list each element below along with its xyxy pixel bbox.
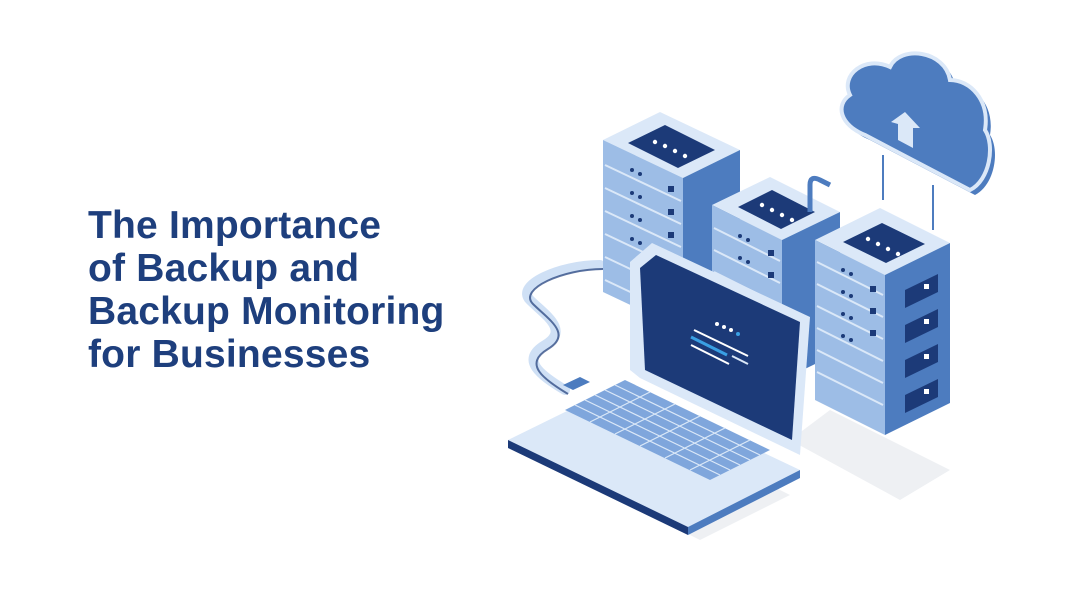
title-line-2: of Backup and [88,247,360,290]
cloud-upload [839,51,995,230]
title-line-4: for Businesses [88,333,371,376]
login-dialog-icon [690,322,749,365]
cable [522,260,605,395]
upload-arrow-icon [891,112,920,148]
page-title: The Importance of Backup and Backup Moni… [88,204,445,376]
server-rack-right [815,208,950,435]
backup-illustration [508,51,995,540]
title-line-3: Backup Monitoring [88,290,445,333]
title-line-1: The Importance [88,204,382,247]
laptop [508,243,810,535]
